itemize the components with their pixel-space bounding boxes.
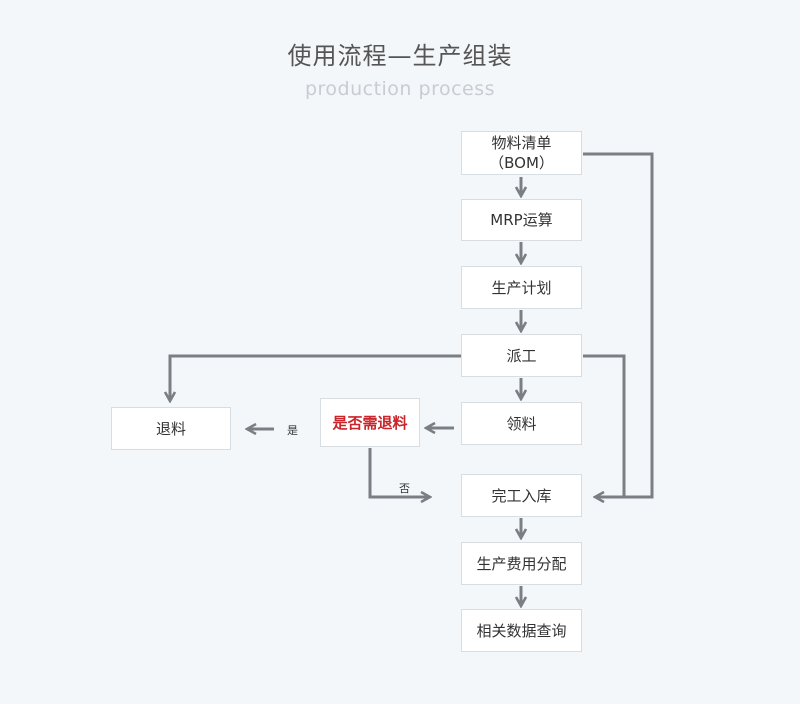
- node-bom-label-line1: 物料清单: [491, 134, 552, 152]
- node-dispatch: 派工: [461, 334, 582, 377]
- node-decision: 是否需退料: [320, 398, 420, 447]
- node-pick: 领料: [461, 402, 582, 445]
- page-subtitle: production process: [304, 78, 496, 100]
- node-warehouse: 完工入库: [461, 474, 582, 517]
- node-mrp: MRP运算: [461, 199, 582, 241]
- node-bom: 物料清单 （BOM）: [461, 131, 582, 175]
- arrow-decision-to-warehouse: [368, 448, 430, 497]
- edge-label-no: 否: [399, 482, 410, 495]
- node-return: 退料: [111, 407, 231, 450]
- page-title: 使用流程—生产组装: [287, 42, 513, 70]
- node-plan: 生产计划: [461, 266, 582, 309]
- node-bom-label-line2: （BOM）: [489, 154, 554, 172]
- node-cost: 生产费用分配: [461, 542, 582, 585]
- arrow-bom-to-warehouse: [583, 152, 654, 499]
- edge-label-yes: 是: [287, 424, 298, 437]
- node-query: 相关数据查询: [461, 609, 582, 652]
- arrow-dispatch-to-return: [170, 354, 461, 401]
- arrow-dispatch-to-warehouse: [583, 354, 626, 497]
